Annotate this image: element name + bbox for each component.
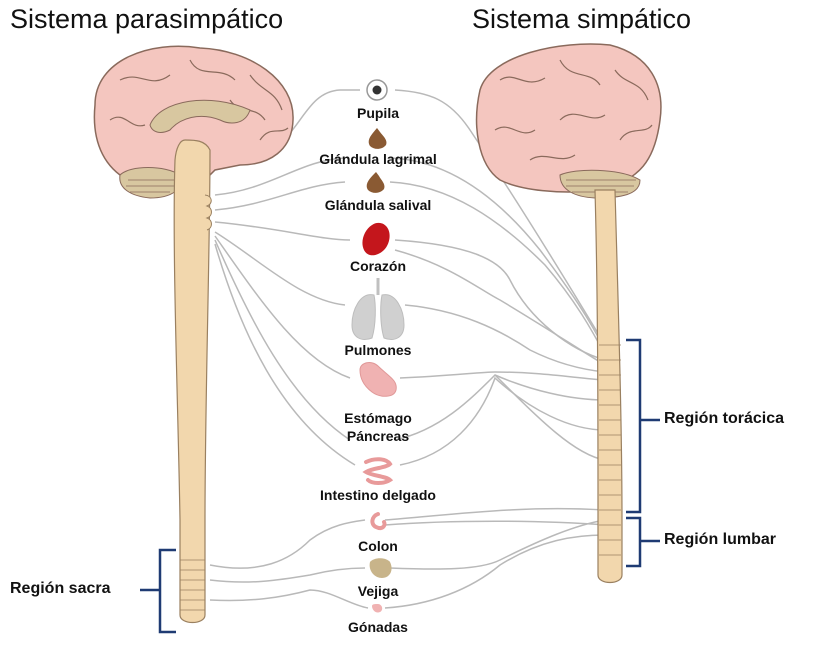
cerebellum-left — [120, 168, 181, 199]
label-lumbar-region: Región lumbar — [664, 531, 776, 549]
label-heart: Corazón — [298, 258, 458, 274]
label-gonads: Gónadas — [298, 619, 458, 635]
spinal-cord-right — [595, 190, 622, 583]
label-salivary-gland: Glándula salival — [298, 197, 458, 213]
label-pancreas: Páncreas — [298, 428, 458, 444]
title-parasympathetic: Sistema parasimpático — [10, 4, 283, 35]
nerve-para-heart — [215, 222, 350, 240]
label-thoracic-region: Región torácica — [664, 410, 784, 428]
spinal-cord-left — [174, 140, 210, 623]
label-pupil: Pupila — [298, 105, 458, 121]
label-sacral-region: Región sacra — [10, 580, 110, 598]
sympathetic-brain — [477, 44, 661, 582]
gonads-icon — [372, 604, 382, 613]
nerve-para-bladder — [210, 568, 365, 582]
nerve-symp-colon-2 — [385, 521, 605, 525]
small-intestine-icon — [366, 459, 390, 483]
heart-icon — [362, 223, 389, 255]
label-lungs: Pulmones — [298, 342, 458, 358]
salivary-gland-icon — [367, 172, 385, 193]
bracket-sacral — [140, 550, 176, 632]
label-lacrimal-gland: Glándula lagrimal — [298, 151, 458, 167]
title-sympathetic: Sistema simpático — [472, 4, 691, 35]
stomach-icon — [360, 363, 396, 397]
label-colon: Colon — [298, 538, 458, 554]
nerve-symp-colon — [385, 509, 605, 520]
bracket-thoracic — [626, 340, 660, 512]
label-small-intestine: Intestino delgado — [298, 487, 458, 503]
nerve-symp-lungs — [405, 305, 605, 372]
lacrimal-gland-icon — [369, 128, 387, 149]
label-bladder: Vejiga — [298, 583, 458, 599]
brain-right — [477, 44, 661, 192]
parasympathetic-brain — [94, 46, 293, 622]
colon-icon — [372, 514, 384, 528]
bracket-lumbar — [626, 518, 660, 566]
bladder-icon — [370, 558, 392, 578]
eye-icon — [367, 80, 387, 100]
nerve-symp-fan-1 — [495, 375, 605, 460]
lungs-icon — [352, 278, 404, 339]
label-stomach: Estómago — [298, 410, 458, 426]
